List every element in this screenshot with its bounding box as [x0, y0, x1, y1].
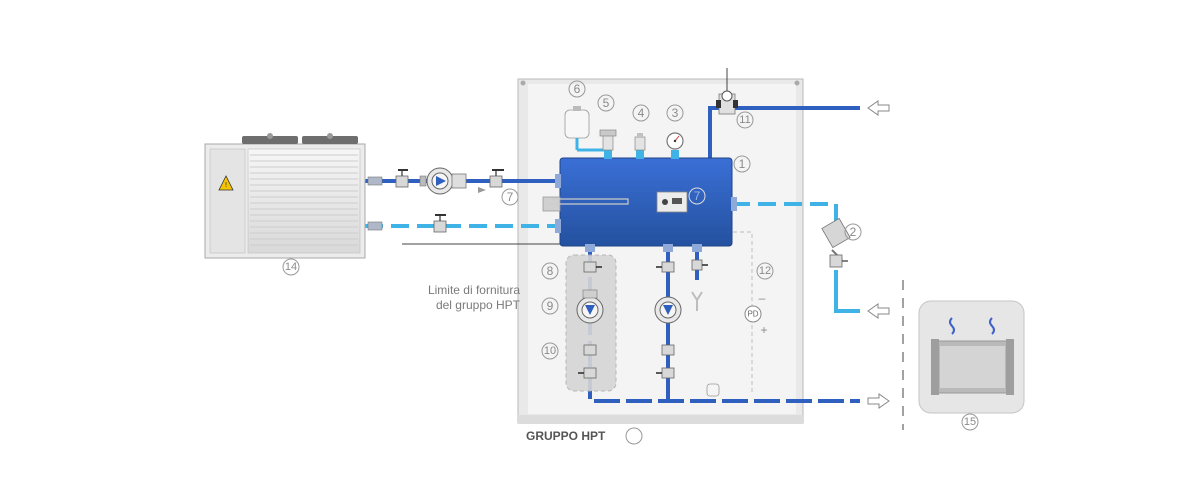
callout-8: 8	[541, 262, 559, 280]
radiator-icon	[918, 300, 1025, 414]
callout-6: 6	[568, 80, 586, 98]
svg-text:9: 9	[547, 299, 554, 313]
supply-limit-label-line1: Limite di fornitura	[428, 283, 520, 297]
heat-pump-icon: !	[204, 133, 366, 259]
svg-text:14: 14	[285, 261, 297, 273]
warning-icon	[218, 175, 234, 191]
callout-12: 12	[756, 262, 774, 280]
svg-text:15: 15	[964, 416, 976, 428]
svg-text:PD: PD	[747, 310, 758, 319]
svg-text:5: 5	[603, 96, 610, 110]
ball-valve-icon	[433, 214, 447, 233]
pump-group-left	[565, 254, 617, 392]
callout-1: 1	[733, 155, 751, 173]
pd-sense-line	[733, 231, 753, 395]
callout-15: 15	[961, 413, 979, 431]
callout-9: 9	[541, 297, 559, 315]
check-icon	[478, 187, 486, 193]
pd-plus: +	[760, 323, 767, 337]
callout-5: 5	[597, 94, 615, 112]
svg-text:7: 7	[694, 189, 701, 203]
flex-connector	[367, 176, 383, 186]
svg-text:12: 12	[759, 265, 771, 277]
ball-valve-icon	[489, 169, 504, 188]
safety-valve	[599, 129, 617, 151]
callout-14: 14	[282, 258, 300, 276]
top-valve-group	[716, 90, 738, 115]
callout-13	[625, 427, 643, 445]
svg-text:6: 6	[574, 82, 581, 96]
arrow-icon	[867, 100, 890, 409]
svg-text:10: 10	[544, 345, 556, 357]
pd-minus: –	[759, 291, 766, 305]
hpt-panel	[517, 78, 804, 424]
pump-group-right	[654, 261, 682, 379]
callout-7-pump: 7	[501, 188, 519, 206]
ball-valve-icon	[829, 254, 848, 268]
svg-text:2: 2	[850, 225, 857, 239]
svg-text:3: 3	[672, 106, 679, 120]
svg-text:11: 11	[739, 114, 750, 126]
svg-text:7: 7	[507, 190, 514, 204]
small-vessel	[706, 383, 720, 397]
callout-numbers: 6 5 4 3 11 1 7 7 2 8 9 10 12 14 15	[282, 80, 979, 445]
callout-3: 3	[666, 104, 684, 122]
callout-7-tank: 7	[688, 187, 706, 205]
pipe-top-supply	[708, 106, 860, 160]
expansion-vessel	[564, 106, 608, 152]
pd-sensor: PD	[744, 305, 762, 323]
svg-text:!: !	[225, 181, 228, 189]
svg-text:8: 8	[547, 264, 554, 278]
buffer-tank	[542, 150, 737, 252]
svg-text:4: 4	[638, 106, 645, 120]
pump-icon	[419, 167, 467, 195]
svg-text:1: 1	[739, 157, 746, 171]
callout-4: 4	[632, 104, 650, 122]
supply-limit-label-line2: del gruppo HPT	[436, 298, 521, 312]
flex-connector	[367, 221, 383, 231]
air-vent	[634, 133, 646, 151]
diagram-title: GRUPPO HPT	[526, 429, 606, 443]
pipe-right-return	[732, 202, 860, 313]
callout-10: 10	[541, 342, 559, 360]
strainer	[821, 217, 851, 261]
callout-2: 2	[844, 223, 862, 241]
pressure-gauge-icon	[666, 132, 684, 150]
ball-valve-icon	[395, 169, 409, 188]
drain-valve	[691, 259, 708, 311]
callout-11: 11	[736, 111, 754, 129]
heating-element	[549, 198, 629, 205]
